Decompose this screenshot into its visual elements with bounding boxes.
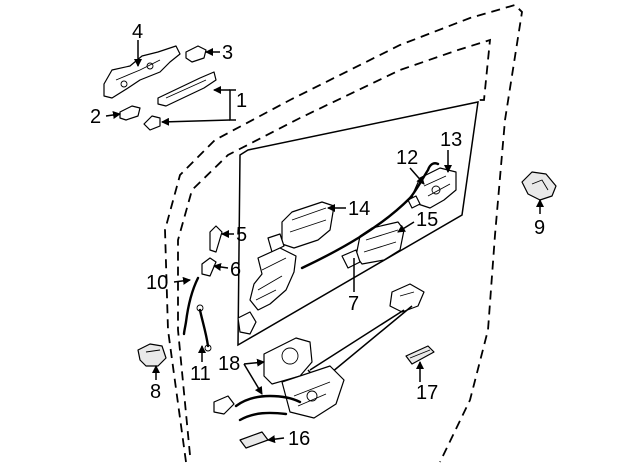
inner-door-panel bbox=[237, 101, 479, 347]
leader-lines bbox=[105, 40, 544, 444]
rod-clip-lower-part bbox=[201, 257, 217, 277]
callout-10: 10 bbox=[146, 272, 168, 294]
lock-actuator-part bbox=[267, 201, 335, 253]
callout-5: 5 bbox=[236, 224, 247, 246]
callout-7: 7 bbox=[348, 293, 359, 315]
callout-labels: 1 2 3 4 5 6 7 8 9 10 11 12 13 14 15 16 1… bbox=[90, 21, 545, 450]
callout-13: 13 bbox=[440, 129, 462, 151]
handle-bracket-part bbox=[103, 45, 181, 99]
callout-3: 3 bbox=[222, 42, 233, 64]
wire-harness-part bbox=[213, 394, 302, 422]
callout-1: 1 bbox=[236, 90, 247, 112]
lock-rod-part bbox=[182, 276, 200, 336]
callout-4: 4 bbox=[132, 21, 143, 43]
lock-rod-cable bbox=[300, 162, 440, 270]
callout-2: 2 bbox=[90, 106, 101, 128]
release-cable-part bbox=[196, 304, 212, 352]
handle-end-cap-part bbox=[143, 115, 161, 131]
callout-9: 9 bbox=[534, 217, 545, 239]
callout-8: 8 bbox=[150, 381, 161, 403]
callout-6: 6 bbox=[230, 259, 241, 281]
callout-15: 15 bbox=[416, 209, 438, 231]
door-outline bbox=[164, 3, 523, 463]
escutcheon-part bbox=[119, 105, 141, 121]
seal-pad-part bbox=[405, 345, 435, 365]
callout-18: 18 bbox=[218, 353, 240, 375]
small-pad-part bbox=[239, 431, 269, 449]
callout-16: 16 bbox=[288, 428, 310, 450]
callout-12: 12 bbox=[396, 147, 418, 169]
door-bumper-part bbox=[137, 343, 167, 367]
callout-17: 17 bbox=[416, 382, 438, 404]
rod-clip-part bbox=[209, 225, 223, 253]
regulator-motor-part bbox=[263, 337, 345, 419]
latch-assembly-part bbox=[237, 247, 297, 335]
outside-handle-part bbox=[157, 71, 217, 107]
callout-11: 11 bbox=[190, 363, 211, 385]
handle-cap-part bbox=[185, 45, 207, 63]
callout-14: 14 bbox=[348, 198, 370, 220]
striker-part bbox=[521, 171, 557, 201]
